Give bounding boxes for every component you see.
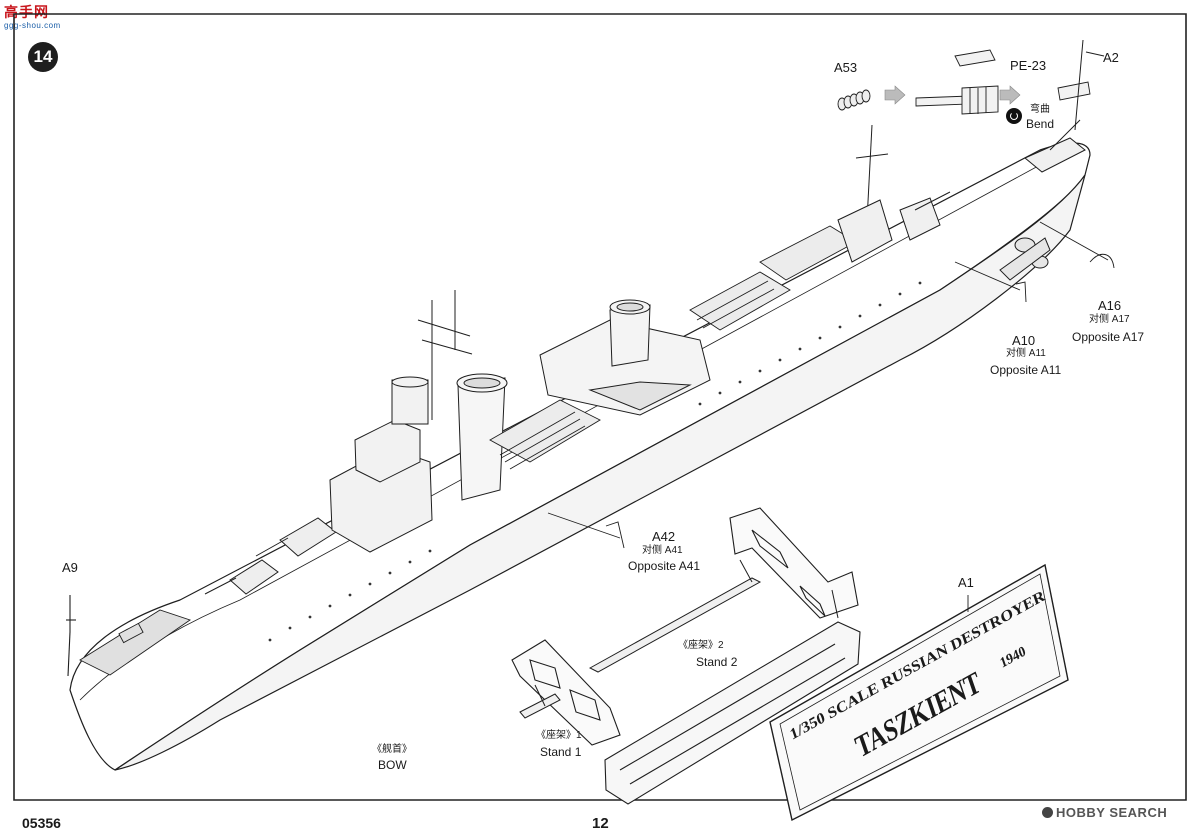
forward-guns [204,517,337,595]
destroyer-hull [69,142,1091,771]
bend-icon [1006,108,1022,124]
stand-1 [511,639,621,746]
label-a42-opposite-en: Opposite A41 [628,559,701,573]
label-bow-cn: 《舰首》 [372,744,412,755]
page-frame [13,13,1187,801]
product-code: 05356 [22,815,61,831]
propellers [999,237,1051,281]
forward-funnel [456,373,508,501]
step-number-badge: 14 [28,42,58,72]
label-a10-opposite-cn: 对侧 A11 [1006,348,1046,359]
label-a42: A42 [652,529,676,544]
label-a42-opposite-cn: 对侧 A41 [642,545,683,556]
watermark: HOBBY SEARCH [1042,805,1167,820]
page-number: 12 [592,815,609,832]
label-pe23: PE-23 [1010,58,1047,73]
midship-deck [489,225,857,470]
label-a9: A9 [62,560,78,575]
label-a10: A10 [1012,333,1036,348]
leader-a42 [547,512,625,549]
site-logo: 高手网 [4,4,49,20]
part-pe23 [915,49,1091,115]
bridge [329,290,473,553]
label-a10-opposite-en: Opposite A11 [990,363,1062,377]
label-stand2-en: Stand 2 [696,655,738,669]
label-a1: A1 [958,575,974,590]
label-stand1-cn: 《座架》1 [536,730,582,741]
stand-2 [729,507,859,619]
stand-base [604,621,861,805]
label-bend-cn: 弯曲 [1030,104,1050,115]
portholes [268,281,922,642]
part-a53 [837,89,871,111]
stand-rail [519,559,839,719]
label-a16-opposite-en: Opposite A17 [1072,330,1145,344]
assembly-arrows [884,85,1021,105]
site-logo-url: ggg-shou.com [4,21,61,30]
label-a16-opposite-cn: 对侧 A17 [1089,314,1130,325]
label-a53: A53 [834,60,858,75]
aft-mast [837,124,951,263]
watermark-text: HOBBY SEARCH [1056,805,1168,820]
label-a2: A2 [1103,50,1119,65]
label-a16: A16 [1098,298,1122,313]
part-a2 [1074,39,1105,131]
part-a9 [66,595,76,677]
leaders-stern [954,221,1115,303]
bow-deck [79,609,191,676]
label-stand1-en: Stand 1 [540,745,582,759]
aft-superstructure [539,299,711,416]
label-stand2-cn: 《座架》2 [678,640,724,651]
label-bow-en: BOW [378,758,407,772]
watermark-icon [1042,807,1053,818]
label-bend-en: Bend [1026,117,1055,131]
